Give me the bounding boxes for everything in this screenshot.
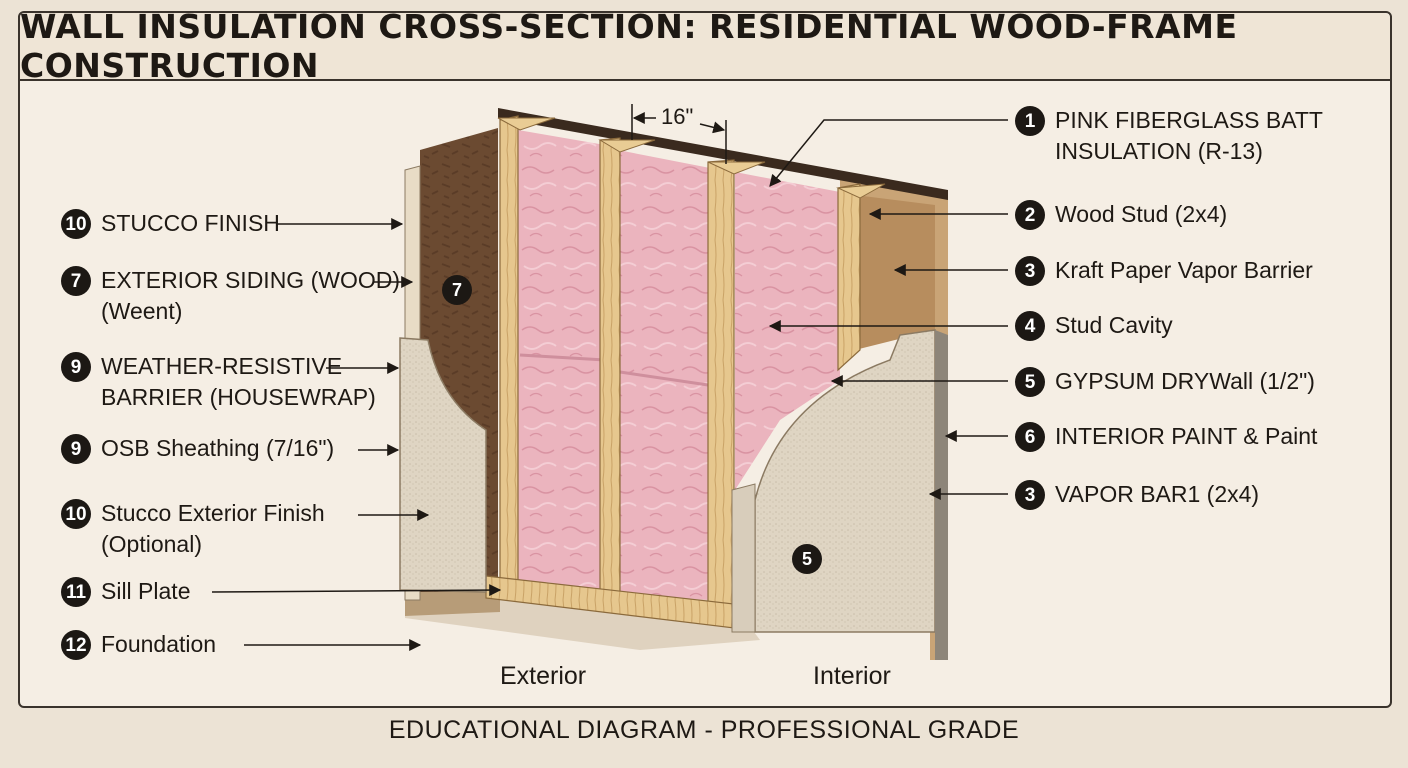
label-text: WEATHER-RESISTIVE BARRIER (HOUSEWRAP): [101, 353, 376, 410]
top-plate-edge: [498, 108, 948, 200]
stud-top-4: [836, 183, 886, 199]
label-number: 9: [61, 434, 91, 464]
insulation-batt-2: [618, 150, 710, 600]
label-foundation: 12 Foundation: [61, 629, 216, 660]
label-text: Stucco Exterior Finish (Optional): [101, 500, 325, 557]
label-text: STUCCO FINISH: [101, 210, 280, 236]
label-number: 3: [1015, 480, 1045, 510]
interior-side-label: Interior: [813, 662, 891, 690]
stud-3: [707, 159, 735, 611]
label-vapor-bar: 3 VAPOR BAR1 (2x4): [1015, 479, 1259, 510]
label-insulation: 1 PINK FIBERGLASS BATT INSULATION (R-13): [1015, 105, 1323, 167]
label-number: 4: [1015, 311, 1045, 341]
label-number: 3: [1015, 256, 1045, 286]
batt-seams: [519, 353, 709, 387]
label-number: 9: [61, 352, 91, 382]
label-text: PINK FIBERGLASS BATT INSULATION (R-13): [1055, 107, 1323, 164]
label-text: Foundation: [101, 631, 217, 657]
stud-spacing-dimension: 16": [661, 104, 694, 129]
label-number: 1: [1015, 106, 1045, 136]
stud-top-1: [497, 117, 556, 131]
drywall-edge: [731, 483, 756, 633]
label-text: Kraft Paper Vapor Barrier: [1055, 257, 1313, 283]
label-text: EXTERIOR SIDING (WOOD) (Weent): [101, 267, 400, 324]
label-text: OSB Sheathing (7/16"): [101, 435, 335, 461]
siding-badge: 7: [442, 275, 472, 305]
stud-2: [599, 137, 621, 596]
insulation-batt-3: [735, 172, 840, 490]
foundation-block: [405, 588, 500, 616]
label-number: 10: [61, 209, 91, 239]
label-stud-cavity: 4 Stud Cavity: [1015, 310, 1173, 341]
label-text: Sill Plate: [101, 578, 191, 604]
label-interior-paint: 6 INTERIOR PAINT & Paint: [1015, 421, 1317, 452]
label-osb-sheathing: 9 OSB Sheathing (7/16"): [61, 433, 334, 464]
label-stucco-finish: 10 STUCCO FINISH: [61, 208, 280, 239]
label-text: Stud Cavity: [1055, 312, 1173, 338]
stud-top-2: [598, 139, 656, 153]
label-text: Wood Stud (2x4): [1055, 201, 1228, 227]
stud-1: [499, 115, 519, 586]
diagram-title: WALL INSULATION CROSS-SECTION: RESIDENTI…: [20, 7, 1238, 85]
title-bar: WALL INSULATION CROSS-SECTION: RESIDENTI…: [20, 7, 1390, 85]
label-wood-stud: 2 Wood Stud (2x4): [1015, 199, 1227, 230]
label-number: 10: [61, 499, 91, 529]
label-kraft-paper: 3 Kraft Paper Vapor Barrier: [1015, 255, 1313, 286]
label-text: VAPOR BAR1 (2x4): [1055, 481, 1260, 507]
stud-top-3: [707, 161, 766, 175]
label-number: 12: [61, 630, 91, 660]
label-weather-barrier: 9 WEATHER-RESISTIVE BARRIER (HOUSEWRAP): [61, 351, 376, 413]
insulation-batt-1: [518, 130, 605, 590]
paint-edge: [935, 330, 948, 660]
footer-caption: EDUCATIONAL DIAGRAM - PROFESSIONAL GRADE: [388, 715, 1020, 744]
label-number: 6: [1015, 422, 1045, 452]
label-sill-plate: 11 Sill Plate: [61, 576, 190, 607]
label-exterior-siding: 7 EXTERIOR SIDING (WOOD) (Weent): [61, 265, 400, 327]
label-text: GYPSUM DRYWall (1/2"): [1055, 368, 1315, 394]
stud-4: [837, 183, 861, 372]
dimension-arrow-right: [699, 121, 726, 134]
label-number: 7: [61, 266, 91, 296]
label-number: 5: [1015, 367, 1045, 397]
leader-sill-plate: [211, 584, 502, 597]
label-gypsum-drywall: 5 GYPSUM DRYWall (1/2"): [1015, 366, 1315, 397]
label-number: 2: [1015, 200, 1045, 230]
label-stucco-exterior: 10 Stucco Exterior Finish (Optional): [61, 498, 325, 560]
leader-insulation: [769, 119, 1008, 187]
stucco-panel: [399, 337, 487, 593]
drywall-badge: 5: [792, 544, 822, 574]
label-text: INTERIOR PAINT & Paint: [1055, 423, 1318, 449]
label-number: 11: [61, 577, 91, 607]
exterior-side-label: Exterior: [500, 662, 587, 690]
